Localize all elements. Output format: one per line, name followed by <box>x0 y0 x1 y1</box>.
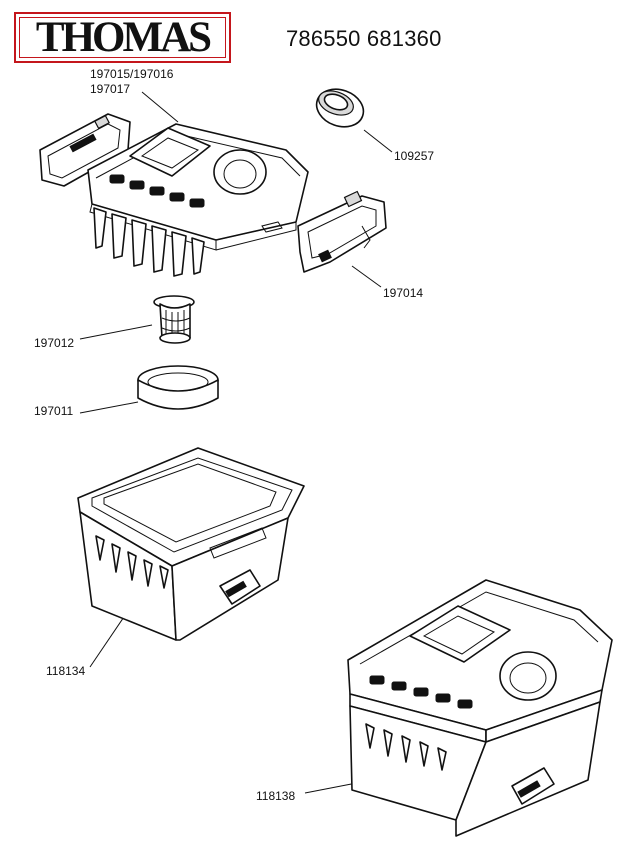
part-label-197014: 197014 <box>383 286 424 300</box>
part-118138-assembly <box>347 579 613 837</box>
part-label-118138: 118138 <box>256 789 296 803</box>
part-197011-ring <box>137 365 219 410</box>
logo-frame <box>19 17 226 58</box>
leader-197012 <box>79 324 153 340</box>
housing-teeth <box>93 207 205 277</box>
part-label-118134: 118134 <box>46 664 86 678</box>
leader-109257 <box>363 129 393 153</box>
part-label-109257: 109257 <box>394 149 435 163</box>
assembly-slots <box>369 675 473 709</box>
part-109257-seal <box>315 88 365 128</box>
assembly-teeth <box>365 723 447 771</box>
housing-slots <box>109 174 205 208</box>
leader-197014 <box>351 265 382 288</box>
part-118134-container <box>77 447 305 641</box>
part-197012-mesh-filter <box>153 295 195 344</box>
leader-197011 <box>79 401 139 414</box>
container-teeth <box>95 535 169 589</box>
part-label-197011: 197011 <box>34 404 74 418</box>
part-label-197012: 197012 <box>34 336 75 350</box>
part-label-197017: 197017 <box>90 82 131 96</box>
part-197017-filter-housing <box>87 123 309 277</box>
part-label-197015: 197015/197016 <box>90 67 174 81</box>
part-197014-latch <box>297 190 387 273</box>
model-numbers: 786550 681360 <box>286 26 442 51</box>
thomas-logo: THOMAS <box>14 12 231 63</box>
leader-197017 <box>141 91 179 123</box>
logo-wordmark: THOMAS <box>35 14 212 61</box>
